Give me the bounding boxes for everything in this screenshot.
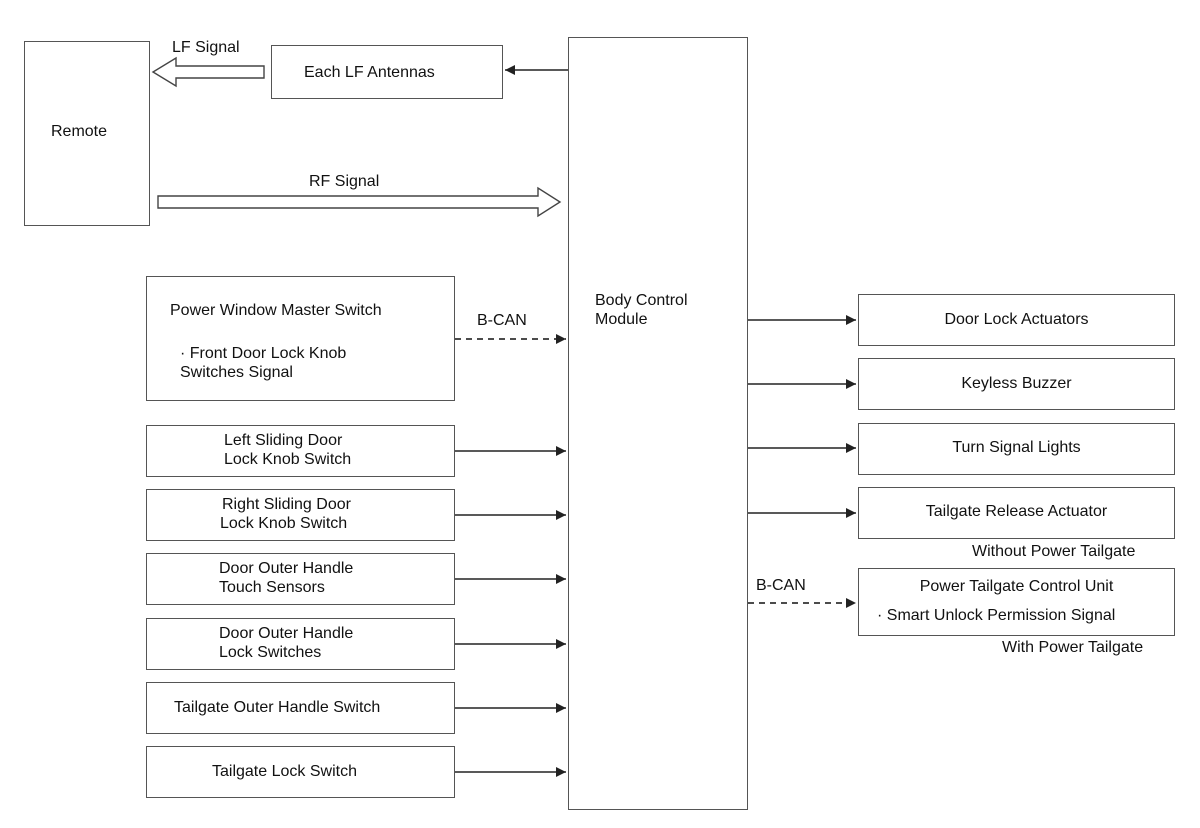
door-lock-actuators-label: Door Lock Actuators — [944, 311, 1089, 328]
lockswitch-line1: Door Outer Handle — [219, 625, 354, 642]
rf-signal-hollow-arrow — [157, 186, 562, 218]
right-sliding-door-switch-box: Right Sliding Door Lock Knob Switch — [146, 489, 455, 541]
tailgate-release-actuator-box: Tailgate Release Actuator — [858, 487, 1175, 539]
lock-switches-box: Door Outer Handle Lock Switches — [146, 618, 455, 670]
tailgate-outer-handle-switch-box: Tailgate Outer Handle Switch — [146, 682, 455, 734]
pwm-title: Power Window Master Switch — [170, 302, 382, 319]
remote-box: Remote — [24, 41, 150, 226]
tailgate-lock-label: Tailgate Lock Switch — [212, 763, 357, 780]
ptcu-sub: · Smart Unlock Permission Signal — [877, 607, 1116, 624]
bcan-left-label: B-CAN — [477, 312, 527, 329]
touch-line2: Touch Sensors — [219, 579, 325, 596]
left-slide-line2: Lock Knob Switch — [224, 451, 352, 468]
bcan-right-label: B-CAN — [756, 577, 806, 594]
keyless-buzzer-box: Keyless Buzzer — [858, 358, 1175, 410]
lf-signal-hollow-arrow — [151, 56, 265, 88]
right-slide-line2: Lock Knob Switch — [220, 515, 348, 532]
body-control-module-box: Body Control Module — [568, 37, 748, 810]
tailgate-lock-switch-box: Tailgate Lock Switch — [146, 746, 455, 798]
power-window-master-switch-box: Power Window Master Switch · Front Door … — [146, 276, 455, 401]
turn-signal-lights-box: Turn Signal Lights — [858, 423, 1175, 475]
with-power-tailgate-note: With Power Tailgate — [1002, 639, 1144, 656]
door-lock-actuators-box: Door Lock Actuators — [858, 294, 1175, 346]
bcm-label-line2: Module — [595, 311, 648, 328]
pwm-sub-line2: Switches Signal — [180, 364, 293, 381]
rf-signal-label: RF Signal — [309, 173, 380, 190]
left-slide-line1: Left Sliding Door — [224, 432, 343, 449]
pwm-sub-line1: · Front Door Lock Knob — [180, 345, 347, 362]
bcm-label-line1: Body Control — [595, 292, 688, 309]
power-tailgate-control-unit-box: Power Tailgate Control Unit · Smart Unlo… — [858, 568, 1175, 636]
lf-antennas-label: Each LF Antennas — [304, 64, 435, 81]
touch-sensors-box: Door Outer Handle Touch Sensors — [146, 553, 455, 605]
right-slide-line1: Right Sliding Door — [222, 496, 351, 513]
tailgate-handle-label: Tailgate Outer Handle Switch — [174, 699, 381, 716]
touch-line1: Door Outer Handle — [219, 560, 354, 577]
ptcu-title: Power Tailgate Control Unit — [919, 578, 1114, 595]
without-power-tailgate-note: Without Power Tailgate — [972, 543, 1136, 560]
lf-antennas-box: Each LF Antennas — [271, 45, 503, 99]
left-sliding-door-switch-box: Left Sliding Door Lock Knob Switch — [146, 425, 455, 477]
tailgate-release-label: Tailgate Release Actuator — [925, 503, 1108, 520]
lf-signal-label: LF Signal — [172, 39, 240, 56]
remote-label: Remote — [51, 123, 108, 140]
lockswitch-line2: Lock Switches — [219, 644, 322, 661]
turn-signal-lights-label: Turn Signal Lights — [952, 439, 1081, 456]
keyless-buzzer-label: Keyless Buzzer — [961, 375, 1072, 392]
